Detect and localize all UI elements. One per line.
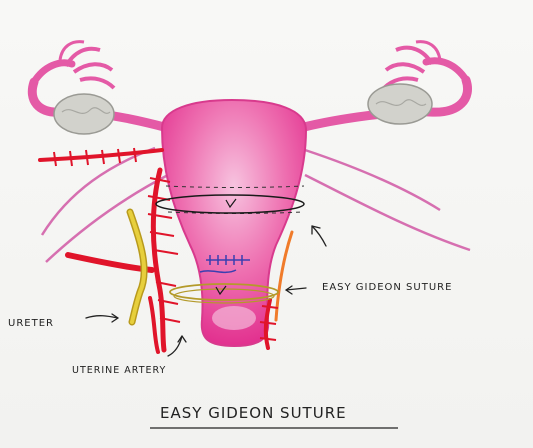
ureter-label: URETER xyxy=(8,318,54,329)
right-ovary xyxy=(368,84,432,124)
uterine-artery-label: UTERINE ARTERY xyxy=(72,365,166,376)
suture-callout-label: EASY GIDEON SUTURE xyxy=(322,282,452,293)
left-ovary xyxy=(54,94,114,134)
diagram-title: EASY GIDEON SUTURE xyxy=(160,404,347,422)
